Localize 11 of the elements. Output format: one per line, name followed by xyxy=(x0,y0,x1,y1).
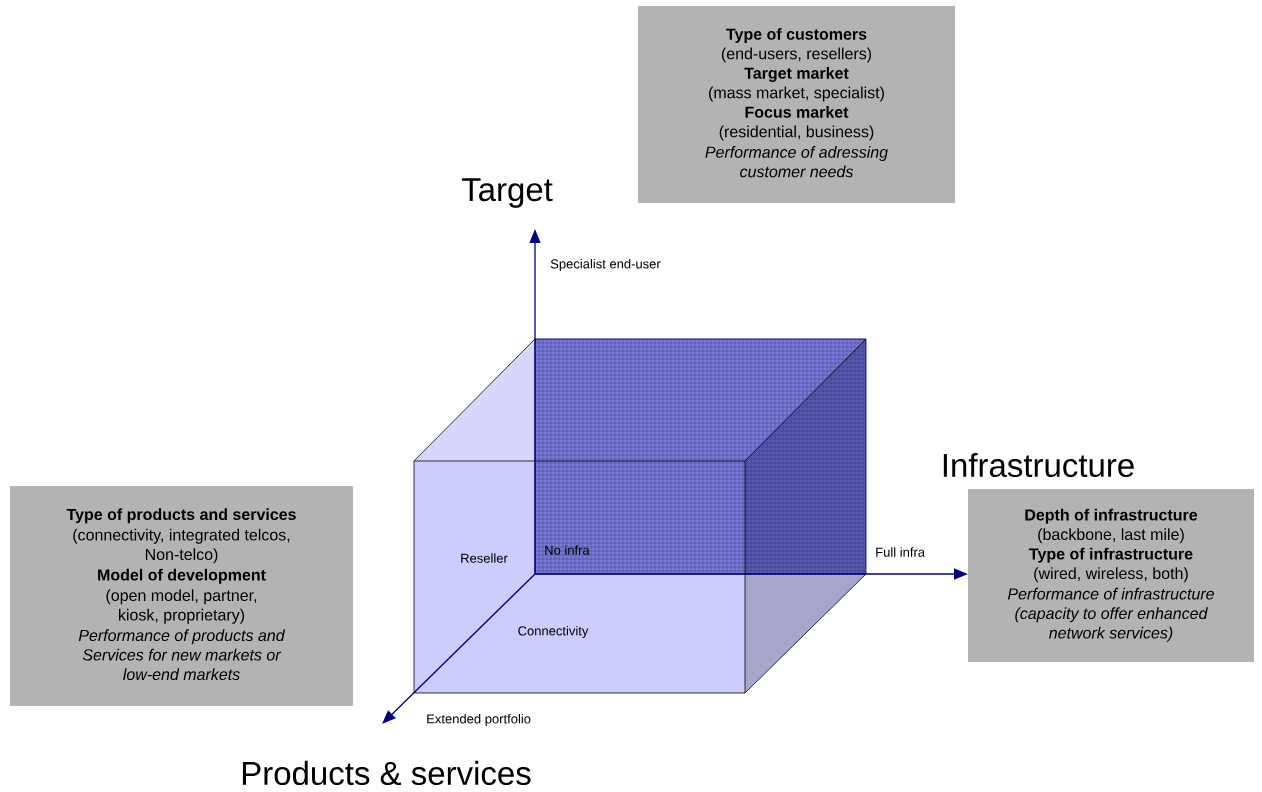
info-box: Depth of infrastructure (backbone, last mile) Type of infrastructure (wired, wireless, both) Performance of infrastructure (capacity to offer enhanced network services) xyxy=(968,489,1254,662)
axis-end-label: Full infra xyxy=(876,547,926,557)
face-label: No infra xyxy=(545,545,590,555)
axis-end-label: Specialist end-user xyxy=(550,258,661,272)
info-box: Type of products and services (connectivity, integrated telcos, Non-telco) Model of development (open model, partner, kiosk, proprietary) Performance of products and Services for new markets or low-end markets xyxy=(10,486,353,706)
face-label: Connectivity xyxy=(518,625,589,639)
face-label: Reseller xyxy=(461,553,508,563)
info-box: Type of customers (end-users, resellers) Target market (mass market, specialist) Focus market (residential, business) Performance of adressing customer needs xyxy=(638,6,955,203)
axis-end-label: Extended portfolio xyxy=(427,713,531,727)
axis-title: Products & services xyxy=(242,760,531,786)
axis-title: Target xyxy=(461,178,553,208)
